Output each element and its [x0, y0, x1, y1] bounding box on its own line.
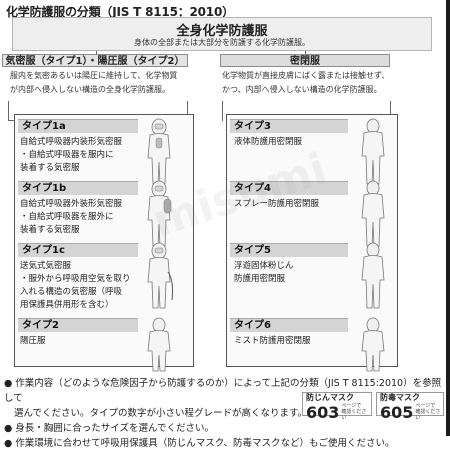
ref-title: 防毒マスク [380, 393, 420, 402]
type-text-line: 浮遊固体粉じん [234, 261, 294, 271]
type-text-line: 送気式気密服 [20, 261, 72, 271]
top-category-box: 全身化学防護服 身体の全部または大部分を防護する化学防護服。 [12, 17, 432, 51]
type-text-line: ・自給式呼吸器を服内に [20, 150, 114, 160]
page-title: 化学防護服の分類（JIS T 8115：2010） [6, 5, 234, 19]
ref-gas-mask[interactable]: 防毒マスク 605 ページで 確認ください [376, 392, 444, 421]
left-description-line: が内部へ侵入しない構造の全身化学防護服。 [10, 85, 170, 94]
type-2-text: 陽圧服 [20, 335, 144, 348]
ref-note: ページで 確認ください [341, 403, 371, 421]
ref-note: ページで 確認ください [415, 403, 443, 421]
ref-dust-mask[interactable]: 防じんマスク 603 ページで 確認ください [302, 392, 372, 421]
type-1a-text: 自給式呼吸器内装形気密服 ・自給式呼吸器を服内に 装着する気密服 [20, 136, 144, 175]
type-text-line: ・自給式呼吸器を服外に [20, 212, 114, 222]
note-line: ● 身長・胸囲に合ったサイズを選んでください。 [4, 423, 215, 434]
left-description-line: 服内を気密あるいは陽圧に維持して、化学物質 [10, 71, 178, 80]
type-4-label: タイプ4 [230, 181, 348, 195]
ref-note-line: 確認ください [415, 409, 441, 421]
type-text-line: 入れる構造の気密服（呼吸 [20, 287, 123, 297]
ref-title: 防じんマスク [306, 393, 354, 402]
type-6-label: タイプ6 [230, 318, 348, 332]
type-6-text: ミスト防護用密閉服 [234, 335, 354, 348]
type-5-label: タイプ5 [230, 243, 348, 257]
type-text-line: スプレー防護用密閉服 [234, 199, 320, 209]
right-description: 化学物質が直接皮膚にばく露または接触せず、 かつ、内部へ侵入しない構造の化学防護… [222, 69, 402, 97]
left-bracket-line [8, 101, 9, 121]
type-5-text: 浮遊固体粉じん 防護用密閉服 [234, 260, 354, 286]
suit-figure-6-icon [361, 317, 385, 372]
type-4-text: スプレー防護用密閉服 [234, 198, 354, 211]
type-text-line: 陽圧服 [20, 336, 46, 346]
right-description-line: かつ、内部へ侵入しない構造の化学防護服。 [222, 85, 382, 94]
type-text-line: 液体防護用密閉服 [234, 137, 303, 147]
type-text-line: 自給式呼吸器内装形気密服 [20, 137, 123, 147]
ref-note-line: 確認ください [341, 409, 367, 421]
right-bracket-line [222, 101, 223, 121]
connector-right [305, 51, 306, 54]
type-text-line: 自給式呼吸器外装形気密服 [20, 199, 123, 209]
type-1b-text: 自給式呼吸器外装形気密服 ・自給式呼吸器を服外に 装着する気密服 [20, 198, 144, 237]
right-description-line: 化学物質が直接皮膚にばく露または接触せず、 [222, 71, 390, 80]
note-line: ● 作業環境に合わせて呼吸用保護具（防じんマスク、防毒マスクなど）もご使用くださ… [4, 438, 395, 449]
right-category-header: 密閉服 [220, 54, 390, 67]
type-1c-text: 送気式気密服 ・服外から呼吸用空気を取り 入れる構造の気密服（呼吸 用保護具併用… [20, 260, 144, 312]
top-category-subtitle: 身体の全部または大部分を防護する化学防護服。 [134, 38, 310, 47]
type-text-line: 装着する気密服 [20, 163, 80, 173]
type-3-label: タイプ3 [230, 119, 348, 133]
type-1b-label: タイプ1b [18, 181, 138, 195]
note-line: ● 作業内容（どのような危険因子から防護するのか）によって上記の分類（JIS T… [4, 378, 442, 404]
type-1c-label: タイプ1c [18, 243, 138, 257]
suit-figure-1a-icon [147, 118, 171, 185]
note-line: 選んでください。タイプの数字が小さい程グレードが高くなります。 [14, 408, 308, 419]
type-text-line: 防護用密閉服 [234, 274, 286, 284]
type-2-label: タイプ2 [18, 318, 138, 332]
ref-note-line: ページで [341, 403, 362, 409]
suit-figure-4-icon [361, 180, 385, 247]
type-text-line: 装着する気密服 [20, 225, 80, 235]
type-text-line: 用保護具併用形を含む） [20, 300, 114, 310]
type-1a-label: タイプ1a [18, 119, 138, 133]
ref-note-line: ページで [415, 403, 436, 409]
type-text-line: ・服外から呼吸用空気を取り [20, 274, 131, 284]
ref-page-number: 603 [306, 403, 340, 422]
type-text-line: ミスト防護用密閉服 [234, 336, 311, 346]
ref-page-number: 605 [380, 403, 414, 422]
left-description: 服内を気密あるいは陽圧に維持して、化学物質 が内部へ侵入しない構造の全身化学防護… [10, 69, 190, 97]
connector-left [96, 51, 97, 54]
left-category-header: 気密服（タイプ1）・陽圧服（タイプ2） [2, 54, 188, 67]
suit-figure-1c-icon [147, 242, 173, 309]
top-category-title: 全身化学防護服 [176, 24, 268, 39]
suit-figure-1b-icon [147, 180, 172, 247]
suit-figure-5-icon [361, 242, 385, 309]
left-bracket-line [187, 101, 188, 121]
edge-bar [446, 0, 450, 436]
right-bracket-line [390, 101, 391, 121]
type-3-text: 液体防護用密閉服 [234, 136, 354, 149]
suit-figure-2-icon [147, 317, 171, 372]
suit-figure-3-icon [361, 118, 385, 185]
